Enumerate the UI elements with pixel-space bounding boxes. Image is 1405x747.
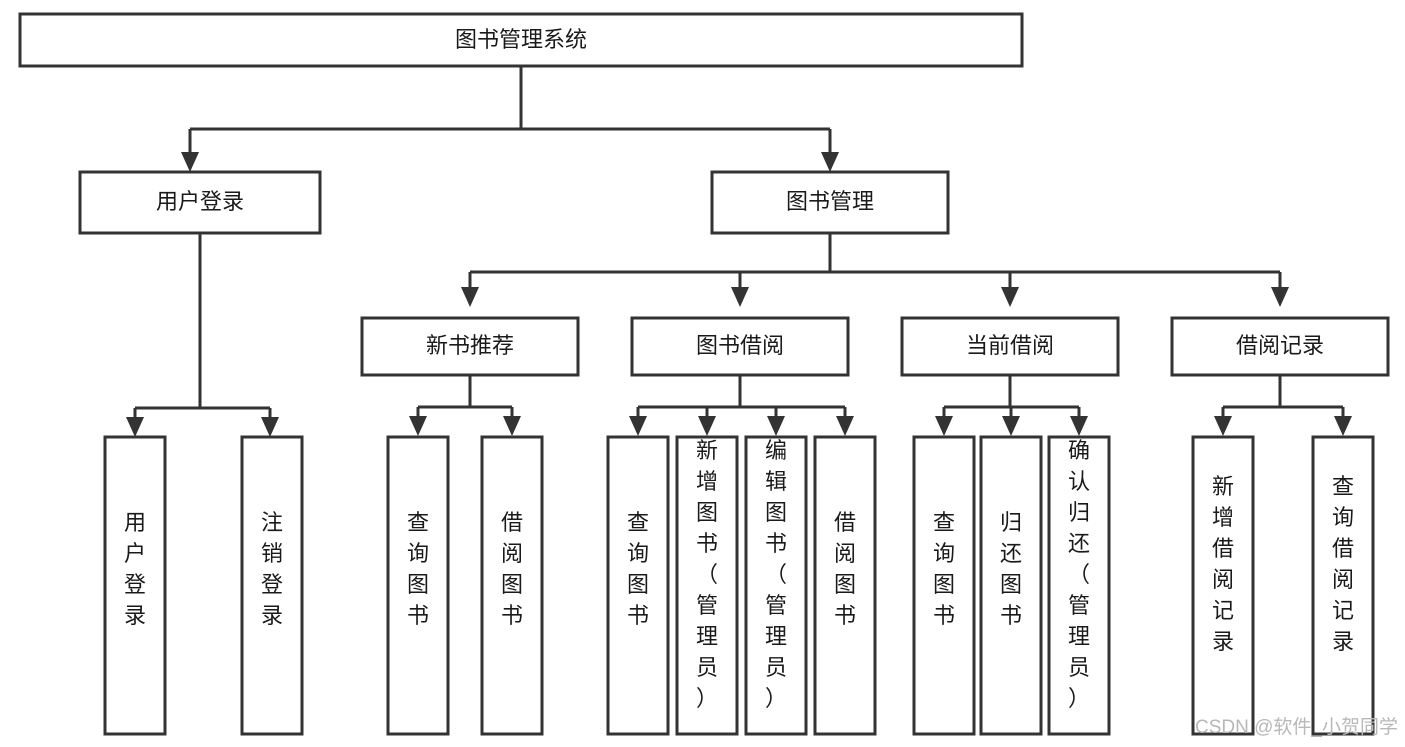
connector-group-currentborrow-to-leaves (935, 375, 1088, 436)
arrow-leaf-current-borrow-3 (1070, 416, 1088, 436)
node-user-login[interactable]: 用户登录 (78, 170, 322, 235)
arrow-leaf-book-borrow-4 (836, 416, 854, 436)
leaf-node-current-return-book-label: 归还图书 (1000, 510, 1022, 628)
leaf-node-user-logout-label: 注销登录 (261, 510, 283, 628)
leaf-node-current-confirm-return-box[interactable] (1047, 435, 1111, 736)
arrow-leaf-new-book-2 (503, 416, 521, 436)
leaf-node-borrow-edit-book-label: 编辑图书（管理员） (765, 438, 787, 711)
arrow-leaf-current-borrow-1 (935, 416, 953, 436)
connector-group-root-to-level2 (181, 66, 839, 172)
leaf-node-newbook-query-book-box[interactable] (386, 435, 450, 736)
leaf-node-newbook-borrow-book[interactable]: 借阅图书 (480, 435, 544, 736)
leaf-node-user-login-login[interactable]: 用户登录 (103, 435, 167, 736)
node-root-system-box[interactable] (18, 12, 1024, 68)
arrow-to-current-borrow (1001, 287, 1019, 307)
node-book-borrow-label: 图书借阅 (696, 333, 784, 358)
node-book-manage-label: 图书管理 (786, 189, 874, 214)
arrow-leaf-user-login-1 (126, 417, 144, 437)
arrow-to-new-book (461, 287, 479, 307)
leaf-node-newbook-query-book-label: 查询图书 (407, 510, 429, 628)
connector-group-bookmanage-to-level3 (461, 233, 1289, 307)
leaf-node-borrow-borrow-book-label: 借阅图书 (834, 510, 856, 628)
node-root-system-label: 图书管理系统 (455, 27, 587, 52)
node-book-manage-box[interactable] (710, 170, 950, 235)
connector-group-newbook-to-leaves (409, 375, 521, 436)
leaf-node-record-query-record[interactable]: 查询借阅记录 (1311, 435, 1375, 736)
leaf-node-current-query-book-label: 查询图书 (933, 510, 955, 628)
leaf-node-borrow-borrow-book-box[interactable] (813, 435, 877, 736)
node-new-book-recommend-box[interactable] (360, 316, 580, 377)
node-user-login-label: 用户登录 (156, 189, 244, 214)
leaf-node-borrow-query-book-label: 查询图书 (627, 510, 649, 628)
leaf-node-borrow-edit-book[interactable]: 编辑图书（管理员） (744, 435, 808, 736)
leaf-node-borrow-edit-book-box[interactable] (744, 435, 808, 736)
node-current-borrow-box[interactable] (900, 316, 1120, 377)
leaf-node-newbook-borrow-book-label: 借阅图书 (501, 510, 523, 628)
leaf-node-record-query-record-label: 查询借阅记录 (1332, 474, 1354, 654)
leaf-node-record-add-record-box[interactable] (1191, 435, 1255, 736)
arrow-leaf-book-borrow-2 (698, 416, 716, 436)
leaf-node-user-login-login-label: 用户登录 (124, 510, 146, 628)
leaf-node-record-query-record-box[interactable] (1311, 435, 1375, 736)
arrow-to-book-borrow (731, 287, 749, 307)
leaf-node-user-logout-box[interactable] (240, 435, 304, 736)
leaf-node-current-query-book-box[interactable] (912, 435, 976, 736)
leaf-node-current-return-book[interactable]: 归还图书 (979, 435, 1043, 736)
node-root-system[interactable]: 图书管理系统 (18, 12, 1024, 68)
node-user-login-box[interactable] (78, 170, 322, 235)
leaf-node-record-add-record[interactable]: 新增借阅记录 (1191, 435, 1255, 736)
node-book-borrow-box[interactable] (630, 316, 850, 377)
node-new-book-recommend[interactable]: 新书推荐 (360, 316, 580, 377)
node-book-borrow[interactable]: 图书借阅 (630, 316, 850, 377)
connector-group-borrowrecord-to-leaves (1214, 375, 1352, 436)
node-book-manage[interactable]: 图书管理 (710, 170, 950, 235)
leaf-node-borrow-add-book-box[interactable] (675, 435, 739, 736)
node-borrow-record-label: 借阅记录 (1236, 333, 1324, 358)
arrow-leaf-new-book-1 (409, 416, 427, 436)
node-new-book-recommend-label: 新书推荐 (426, 333, 514, 358)
leaf-node-newbook-borrow-book-box[interactable] (480, 435, 544, 736)
arrow-leaf-book-borrow-1 (629, 416, 647, 436)
node-current-borrow-label: 当前借阅 (966, 333, 1054, 358)
arrow-leaf-current-borrow-2 (1002, 416, 1020, 436)
leaf-node-current-query-book[interactable]: 查询图书 (912, 435, 976, 736)
leaf-node-current-return-book-box[interactable] (979, 435, 1043, 736)
leaf-node-current-confirm-return-label: 确认归还（管理员） (1068, 438, 1090, 711)
connector-group-booklogin-to-leaves (126, 233, 279, 437)
leaf-node-user-logout[interactable]: 注销登录 (240, 435, 304, 736)
leaf-node-borrow-borrow-book[interactable]: 借阅图书 (813, 435, 877, 736)
node-borrow-record[interactable]: 借阅记录 (1170, 316, 1390, 377)
leaf-node-newbook-query-book[interactable]: 查询图书 (386, 435, 450, 736)
csdn-watermark: CSDN @软件_小贺同学 (1195, 716, 1398, 738)
leaf-node-record-add-record-label: 新增借阅记录 (1212, 474, 1234, 654)
arrow-to-borrow-record (1271, 287, 1289, 307)
arrow-leaf-book-borrow-3 (767, 416, 785, 436)
leaf-node-borrow-add-book-label: 新增图书（管理员） (696, 438, 718, 711)
node-borrow-record-box[interactable] (1170, 316, 1390, 377)
arrow-leaf-borrow-record-2 (1334, 416, 1352, 436)
leaf-node-borrow-add-book[interactable]: 新增图书（管理员） (675, 435, 739, 736)
leaf-node-borrow-query-book-box[interactable] (606, 435, 670, 736)
arrow-to-book-manage (821, 152, 839, 172)
arrow-leaf-user-login-2 (261, 417, 279, 437)
leaf-node-borrow-query-book[interactable]: 查询图书 (606, 435, 670, 736)
arrow-leaf-borrow-record-1 (1214, 416, 1232, 436)
leaf-node-current-confirm-return[interactable]: 确认归还（管理员） (1047, 435, 1111, 736)
connector-group-bookborrow-to-leaves (629, 375, 854, 436)
node-current-borrow[interactable]: 当前借阅 (900, 316, 1120, 377)
arrow-to-user-login (181, 152, 199, 172)
leaf-node-user-login-login-box[interactable] (103, 435, 167, 736)
